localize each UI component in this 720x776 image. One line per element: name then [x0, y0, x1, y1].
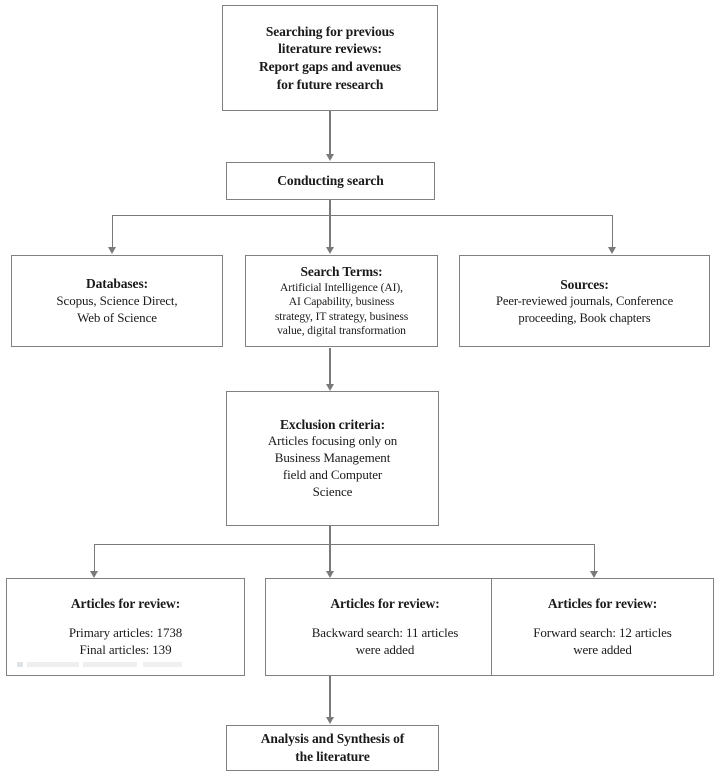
scan-artifact-line [17, 662, 182, 667]
split-bar-exclusion [94, 544, 594, 546]
node-conducting-search-heading: Conducting search [277, 173, 384, 189]
node-articles-backward-heading: Articles for review: [330, 595, 440, 611]
arrowhead-databases [108, 247, 117, 254]
arrowhead-analysis [325, 717, 334, 724]
node-conducting-search[interactable]: Conducting search [226, 162, 435, 200]
arrowhead-exclusion [325, 384, 334, 391]
node-articles-backward-body: Backward search: 11 articles were added [311, 625, 459, 658]
node-articles-primary-body: Primary articles: 1738 Final articles: 1… [68, 625, 183, 658]
node-search-terms-heading: Search Terms: [300, 264, 383, 280]
node-articles-backward[interactable]: Articles for review: Backward search: 11… [265, 578, 505, 676]
connector-to-databases [112, 215, 114, 248]
node-articles-primary[interactable]: Articles for review: Primary articles: 1… [6, 578, 245, 676]
node-exclusion-body: Articles focusing only on Business Manag… [267, 433, 398, 500]
node-search-terms[interactable]: Search Terms: Artificial Intelligence (A… [245, 255, 438, 347]
node-articles-primary-heading: Articles for review: [70, 595, 181, 611]
arrowhead-search-terms [325, 247, 334, 254]
node-start-heading: Searching for previous literature review… [258, 23, 402, 92]
connector-start-to-search [329, 111, 331, 155]
node-sources-body: Peer-reviewed journals, Conference proce… [495, 294, 674, 325]
node-databases-body: Scopus, Science Direct, Web of Science [56, 292, 178, 325]
node-exclusion-criteria[interactable]: Exclusion criteria: Articles focusing on… [226, 391, 439, 526]
connector-terms-to-exclusion [329, 348, 331, 385]
node-sources[interactable]: Sources: Peer-reviewed journals, Confere… [459, 255, 710, 347]
connector-search-stem [329, 200, 331, 216]
arrowhead-sources [608, 247, 617, 254]
node-analysis-heading: Analysis and Synthesis of the literature [260, 731, 405, 764]
connector-backward-to-analysis [329, 676, 331, 718]
node-search-terms-body: Artificial Intelligence (AI), AI Capabil… [274, 280, 409, 338]
node-databases[interactable]: Databases: Scopus, Science Direct, Web o… [11, 255, 223, 347]
connector-to-primary-articles [94, 544, 96, 572]
split-bar-search [112, 215, 612, 217]
arrowhead-backward-search [325, 571, 334, 578]
connector-to-search-terms [329, 215, 331, 248]
node-exclusion-heading: Exclusion criteria: [280, 416, 385, 432]
arrowhead-forward-search [590, 571, 599, 578]
node-articles-forward-heading: Articles for review: [547, 595, 658, 611]
connector-to-backward-search [329, 544, 331, 572]
node-start[interactable]: Searching for previous literature review… [222, 5, 438, 111]
arrowhead-start-to-search [325, 154, 334, 161]
node-articles-forward[interactable]: Articles for review: Forward search: 12 … [491, 578, 714, 676]
node-databases-heading: Databases: [86, 276, 148, 292]
connector-exclusion-stem [329, 526, 331, 545]
connector-to-sources [612, 215, 614, 248]
node-analysis-synthesis[interactable]: Analysis and Synthesis of the literature [226, 725, 439, 771]
connector-to-forward-search [594, 544, 596, 572]
node-sources-heading: Sources: [560, 276, 609, 292]
node-articles-forward-body: Forward search: 12 articles were added [533, 625, 672, 658]
arrowhead-primary-articles [90, 571, 99, 578]
